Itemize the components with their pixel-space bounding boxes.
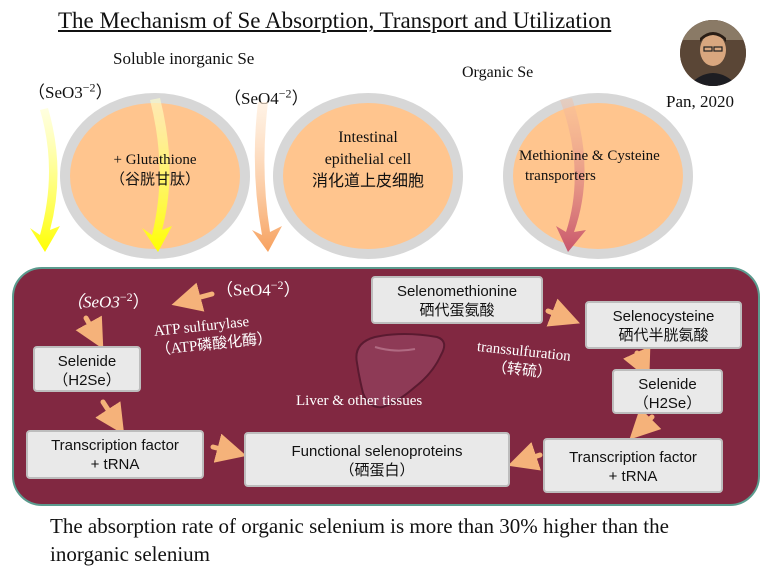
- arrow-selenomet-to-selenocys-icon: [545, 298, 580, 327]
- glutathione-label: + Glutathione: [113, 152, 197, 168]
- methionine-cysteine-label: Methionine & Cysteine: [519, 148, 660, 164]
- arrow-seo3-to-selenide-icon: [75, 315, 104, 350]
- arrow-selenide-to-tf-right-icon: [629, 407, 662, 440]
- red-arrow-icon: [556, 98, 586, 252]
- seo4-panel-label: （SeO4−2）: [216, 278, 301, 300]
- selenocysteine-box: Selenocysteine 硒代半胱氨酸: [585, 301, 742, 349]
- selenomethionine-box: Selenomethionine 硒代蛋氨酸: [371, 276, 543, 324]
- transporters-label: transporters: [525, 168, 596, 184]
- conclusion-text: The absorption rate of organic selenium …: [50, 514, 669, 566]
- selenide-right-box: Selenide （H2Se）: [612, 369, 723, 414]
- arrow-selenocys-to-selenide-icon: [623, 346, 651, 380]
- circle3-text: Methionine & Cysteine transporters: [519, 146, 660, 186]
- seo3-top-label: （SeO3−2）: [28, 80, 113, 102]
- yellow-arrow-center-icon: [142, 98, 172, 252]
- circle-organic-transporters: [503, 93, 693, 259]
- yellow-arrow-left-icon: [30, 108, 60, 252]
- arrow-seo4-to-seo3-icon: [171, 282, 215, 312]
- author-photo: [680, 20, 746, 86]
- soluble-inorganic-label: Soluble inorganic Se: [113, 49, 255, 68]
- seo3-panel-label: （SeO3−2）: [66, 290, 150, 312]
- circle2-text: Intestinal epithelial cell 消化道上皮细胞: [283, 127, 453, 193]
- transcription-factor-right-box: Transcription factor + tRNA: [543, 438, 723, 493]
- transcription-factor-left-box: Transcription factor + tRNA: [26, 430, 204, 479]
- liver-tissues-label: Liver & other tissues: [296, 393, 423, 409]
- epithelial-cell-cn-label: 消化道上皮细胞: [311, 173, 424, 190]
- functional-selenoproteins-box: Functional selenoproteins （硒蛋白）: [244, 432, 510, 487]
- arrow-tf-to-functional-icon: [210, 433, 247, 463]
- circle1-text: + Glutathione （谷胱甘肽）: [70, 150, 240, 190]
- arrow-tf-to-functional-right-icon: [507, 442, 543, 471]
- arrow-selenide-to-tf-icon: [95, 399, 125, 435]
- selenide-left-box: Selenide （H2Se）: [33, 346, 141, 392]
- liver-icon: [355, 333, 446, 409]
- organic-se-label: Organic Se: [462, 64, 534, 81]
- orange-arrow-icon: [252, 102, 282, 252]
- circle-intestinal-epithelial-cell: [273, 93, 463, 259]
- author-credit: Pan, 2020: [666, 92, 734, 111]
- page-title: The Mechanism of Se Absorption, Transpor…: [58, 8, 612, 33]
- epithelial-cell-label: epithelial cell: [324, 151, 412, 168]
- glutathione-cn-label: （谷胱甘肽）: [109, 172, 200, 188]
- intestinal-label: Intestinal: [338, 129, 398, 146]
